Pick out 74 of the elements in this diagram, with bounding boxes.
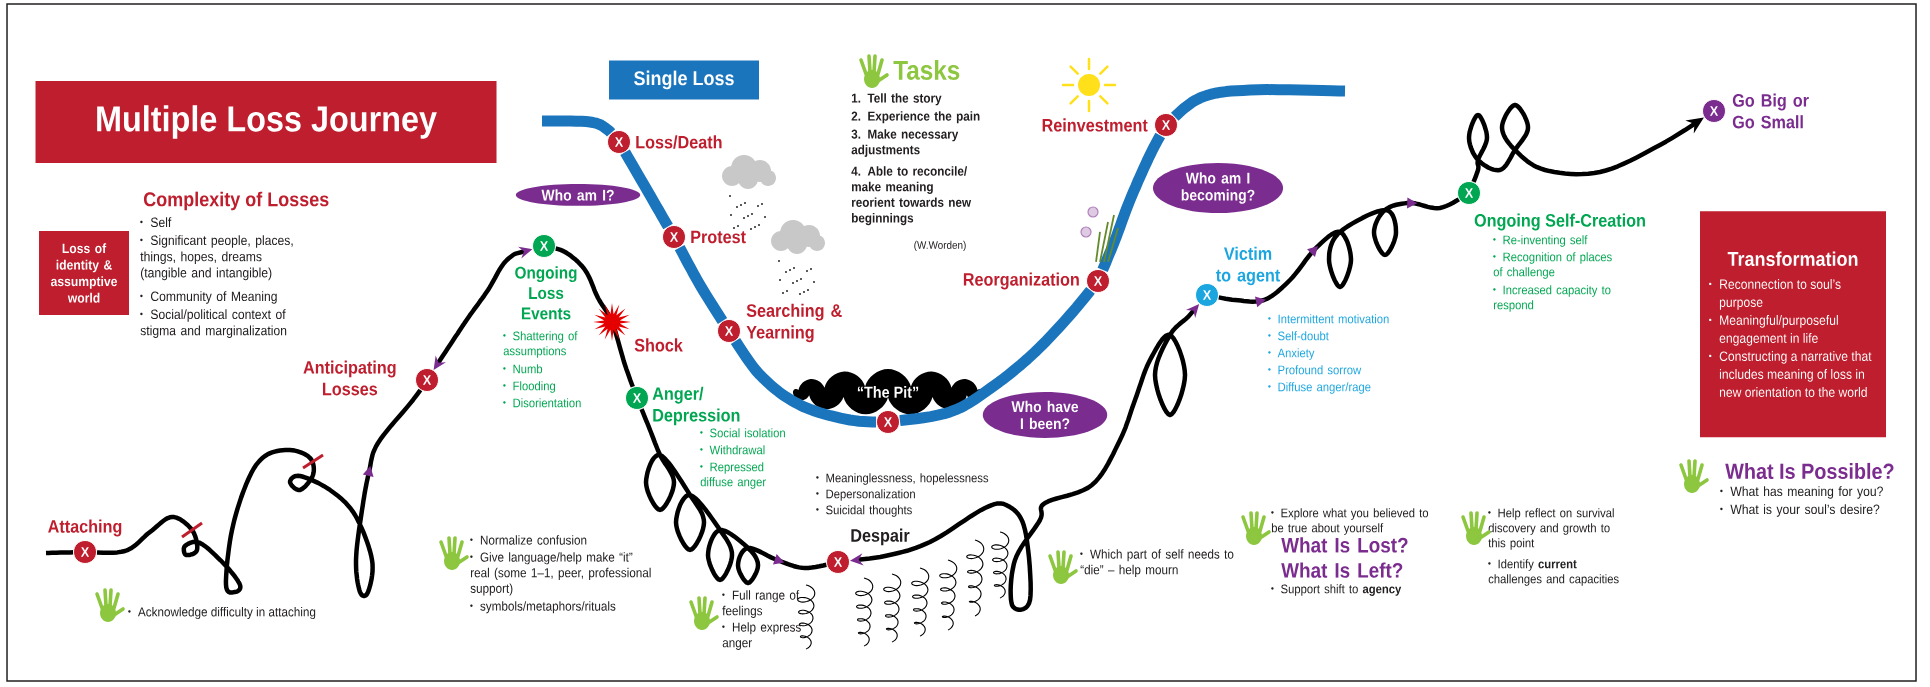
bullet-text: Self <box>140 217 172 228</box>
bullet-text: Help express anger <box>722 622 801 650</box>
bullet-text: Explore what you believed to be true about yourself <box>1271 508 1429 535</box>
bullet-text: Full range of feelings <box>722 590 800 618</box>
bullet-text: Self-doubt <box>1268 331 1329 341</box>
bullet-text: Numb <box>503 364 543 374</box>
heading: Complexity of Losses <box>143 191 329 211</box>
stage-label: Ongoing Self-Creation <box>1474 213 1645 231</box>
bullet-text: Social isolation <box>700 428 785 438</box>
bullet-text: Depersonalization <box>816 489 915 501</box>
stage-label: Go Big or Go Small <box>1732 93 1809 129</box>
label-box: Loss of identity & assumptive world <box>39 231 129 315</box>
bullet-text: Identify current challenges and capacities <box>1488 559 1619 586</box>
bullet-text: Intermittent motivation <box>1268 314 1389 324</box>
stage-label: Ongoing Loss Events <box>515 266 577 320</box>
bullet-text: Re-inventing self <box>1493 235 1588 247</box>
bullet-text: Community of Meaning <box>140 291 277 304</box>
bullet-text: Anxiety <box>1268 348 1315 360</box>
citation: (W.Worden) <box>914 240 966 252</box>
title-banner: Multiple Loss Journey <box>35 81 497 163</box>
stage-label: Reinvestment <box>1042 118 1148 132</box>
journey-line <box>542 115 616 137</box>
bullet-text: Shattering of assumptions <box>503 331 578 358</box>
heading: What Is Possible? <box>1725 462 1894 480</box>
heading: Tasks <box>893 60 960 80</box>
bullet-text: symbols/metaphors/rituals <box>470 601 616 614</box>
list-item: 2. Experience the pain <box>851 111 980 124</box>
title-box: Single Loss <box>609 60 759 100</box>
bullet-text: Normalize confusion <box>470 535 587 545</box>
bullet-text: Give language/help make “it” real (some 1–1, peer, professional support) <box>470 552 651 596</box>
bullet-text: Suicidal thoughts <box>816 505 912 517</box>
stage-label: Shock <box>634 338 683 352</box>
journey-line <box>1170 84 1346 121</box>
bullet-text: Social/political context of stigma and marginalization <box>140 309 287 338</box>
bullet-text: Repressed diffuse anger <box>700 462 766 489</box>
journey-line <box>897 286 1095 427</box>
stage-label: Anticipating Losses <box>303 360 396 396</box>
bullet-text: Acknowledge difficulty in attaching <box>128 606 316 620</box>
bullet-text: Meaninglessness, hopelessness <box>816 473 989 485</box>
list-item: 4. Able to reconcile/ make meaning reorient towards new beginnings <box>851 166 972 226</box>
heading: What Is Lost? What Is Left? <box>1281 537 1408 578</box>
bullet-text: Diffuse anger/rage <box>1268 382 1371 394</box>
journey-line <box>555 246 635 388</box>
stage-label: Victim to agent <box>1215 246 1281 286</box>
bullet-text: Which part of self needs to “die” – help mourn <box>1080 549 1234 577</box>
bullet-text: Help reflect on survival discovery and growth to this point <box>1488 508 1614 550</box>
stage-label: Searching & Yearning <box>746 303 842 343</box>
bullet-text: What has meaning for you? <box>1720 486 1883 499</box>
info-box: Transformation Reconnection to soul’s purpose Meaningful/purposeful engagement in life Constructing a narrative that includes meaning of loss in new orientation to the world <box>1700 211 1886 438</box>
stage-label: Loss/Death <box>636 135 722 149</box>
stage-label: Attaching <box>48 519 122 537</box>
stage-label: Reorganization <box>963 272 1079 290</box>
bullet-text: Recognition of places of challenge <box>1493 252 1612 279</box>
list-item: 1. Tell the story <box>851 93 942 106</box>
journey-line <box>620 149 673 230</box>
bullet-text: Support shift to agency <box>1271 584 1402 596</box>
bullet-text: Disorientation <box>503 398 581 408</box>
journey-line <box>45 550 74 556</box>
stage-label: Protest <box>691 230 746 244</box>
journey-line <box>1097 132 1166 273</box>
bullet-text: Withdrawal <box>700 445 765 455</box>
bullet-text: What is your soul’s desire? <box>1720 504 1880 517</box>
journey-line <box>639 408 827 586</box>
list-item: 3. Make necessary adjustments <box>851 129 959 157</box>
journey-line <box>96 388 423 599</box>
stage-label: Anger/ Depression <box>652 386 740 426</box>
journey-line <box>674 245 728 324</box>
journey-line <box>730 338 878 428</box>
journey-line <box>1218 197 1460 308</box>
stage-label: Despair <box>851 528 910 546</box>
bullet-text: Profound sorrow <box>1268 365 1362 375</box>
bullet-text: Increased capacity to respond <box>1493 285 1611 312</box>
bullet-text: Flooding <box>503 381 555 393</box>
pit-cloud: “The Pit” <box>792 369 984 415</box>
